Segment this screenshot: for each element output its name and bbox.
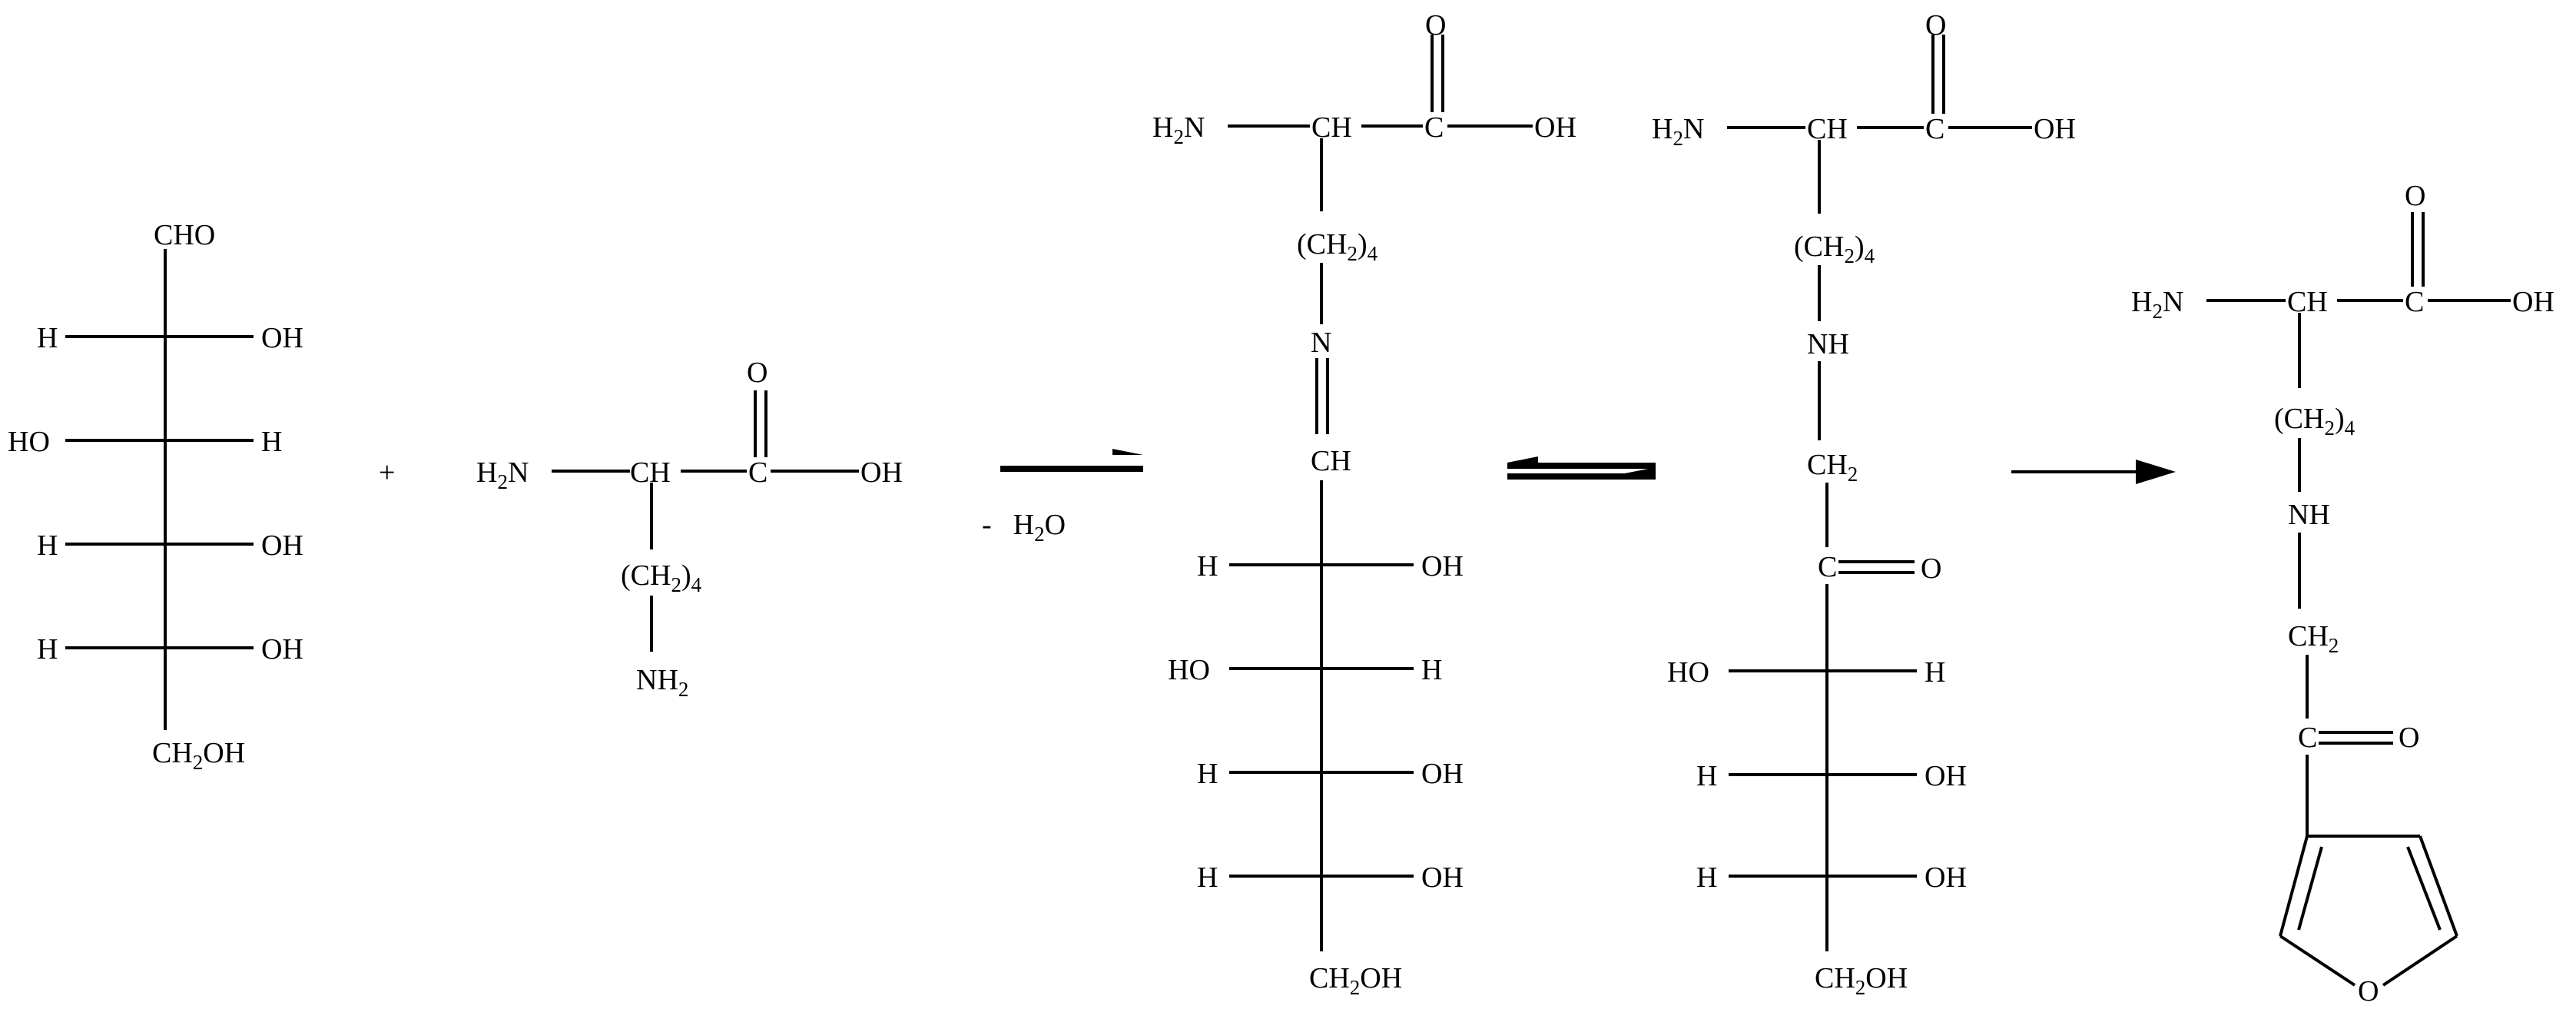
schiff-row1-right: OH (1421, 550, 1464, 583)
schiff-h2n-label: H2N (1152, 111, 1205, 148)
equilibrium-arrow-2 (1507, 456, 1656, 480)
amadori-row1-right: H (1925, 656, 1945, 689)
furan-ch-label: CH (2287, 286, 2328, 318)
schiff-row2-right: H (1421, 654, 1442, 686)
amadori-h2n-label: H2N (1652, 113, 1704, 150)
amadori-ch2oh-label: CH2OH (1815, 962, 1908, 999)
schiff-oh-label: OH (1534, 111, 1576, 144)
glucose-row4-right: OH (261, 633, 303, 666)
furan-product-structure: H2N CH C O OH (CH2)4 NH CH2 C O O (2131, 180, 2554, 1007)
glucose-row4-left: H (37, 633, 58, 666)
schiff-ch2oh-label: CH2OH (1309, 962, 1402, 999)
schiff-imine-n-label: N (1311, 327, 1331, 359)
amadori-ch-label: CH (1807, 113, 1848, 145)
amadori-keto-c-label: C (1818, 551, 1837, 583)
amadori-chain-label: (CH2)4 (1794, 231, 1875, 267)
glucose-ch2oh-label: CH2OH (152, 737, 245, 774)
schiff-row1-left: H (1197, 550, 1218, 583)
schiff-row2-left: HO (1168, 654, 1210, 686)
schiff-imine-ch-label: CH (1311, 445, 1351, 477)
glucose-row1-left: H (37, 322, 58, 354)
schiff-chain-label: (CH2)4 (1297, 228, 1378, 265)
lysine-structure: H2N CH C O OH (CH2)4 NH2 (476, 357, 903, 701)
schiff-ch-label: CH (1311, 111, 1352, 144)
furan-ch2-label: CH2 (2288, 620, 2339, 657)
equilibrium-arrow-1: -H2O (970, 449, 1143, 546)
glucose-aldehyde-label: CHO (154, 219, 215, 251)
furan-keto-c-label: C (2298, 722, 2317, 754)
furan-carboxyl-c-label: C (2405, 286, 2424, 318)
furan-h2n-label: H2N (2131, 286, 2183, 323)
amadori-row1-left: HO (1667, 656, 1709, 689)
water-loss-label: -H2O (982, 509, 1066, 546)
furan-oh-label: OH (2512, 286, 2554, 318)
schiff-carbonyl-o-label: O (1425, 9, 1446, 41)
plus-sign: + (379, 456, 395, 489)
lysine-carbonyl-o-label: O (747, 357, 767, 389)
glucose-row3-left: H (37, 529, 58, 562)
glucose-row2-right: H (261, 426, 282, 458)
glucose-row3-right: OH (261, 529, 303, 562)
amadori-nh-label: NH (1807, 328, 1849, 360)
lysine-oh-label: OH (860, 456, 903, 489)
furan-keto-o-label: O (2399, 722, 2419, 754)
amadori-product-structure: H2N CH C O OH (CH2)4 NH CH2 C O HO H H O… (1652, 9, 2076, 999)
glucose-row2-left: HO (8, 426, 50, 458)
amadori-ch2-label: CH2 (1807, 449, 1858, 486)
lysine-carboxyl-c-label: C (748, 456, 767, 489)
glucose-row1-right: OH (261, 322, 303, 354)
amadori-row2-left: H (1696, 760, 1717, 792)
furan-nh-label: NH (2288, 499, 2330, 531)
amadori-row3-left: H (1696, 861, 1717, 894)
amadori-row3-right: OH (1925, 861, 1967, 894)
reaction-arrow (2011, 460, 2176, 484)
amadori-row2-right: OH (1925, 760, 1967, 792)
amadori-oh-label: OH (2034, 113, 2076, 145)
lysine-h2n-label: H2N (476, 456, 529, 493)
schiff-carboxyl-c-label: C (1424, 111, 1444, 144)
schiff-row3-right: OH (1421, 758, 1464, 790)
schiff-row4-left: H (1197, 861, 1218, 894)
furan-ring-o-label: O (2358, 975, 2379, 1007)
lysine-nh2-label: NH2 (636, 664, 688, 701)
glucose-structure: CHO H OH HO H H OH H OH CH2OH (8, 219, 303, 774)
schiff-row3-left: H (1197, 758, 1218, 790)
amadori-carboxyl-c-label: C (1925, 113, 1944, 145)
furan-carbonyl-o-label: O (2405, 180, 2425, 212)
amadori-keto-o-label: O (1921, 553, 1941, 585)
schiff-row4-right: OH (1421, 861, 1464, 894)
lysine-chain-label: (CH2)4 (621, 559, 702, 596)
schiff-base-structure: H2N CH C O OH (CH2)4 N CH H OH HO H H OH… (1152, 9, 1576, 999)
furan-chain-label: (CH2)4 (2274, 403, 2356, 440)
amadori-carbonyl-o-label: O (1925, 9, 1946, 41)
